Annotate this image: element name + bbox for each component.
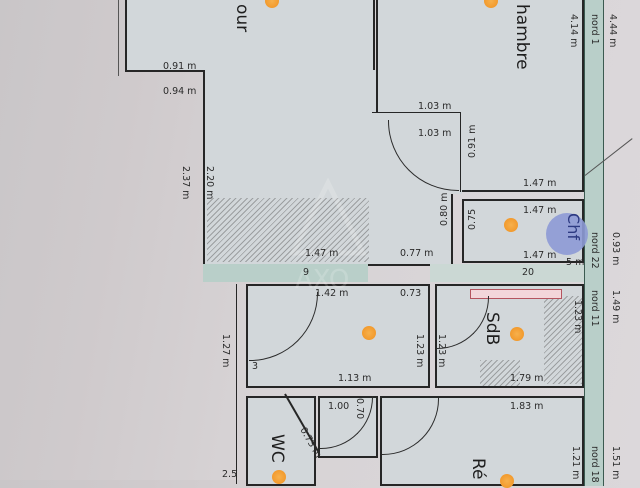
dim-label: 1.23 m	[436, 334, 447, 368]
corridor-label: 9	[303, 267, 310, 278]
dim-label: 1.47 m	[523, 205, 557, 216]
corridor-label: 20	[522, 267, 535, 278]
room-sejour	[125, 0, 375, 72]
dim-label: 0.75	[467, 208, 478, 230]
dim-label: 2.20 m	[204, 166, 215, 200]
corridor-label: nord 18	[589, 446, 600, 483]
room-name-reserve: Ré	[468, 458, 488, 480]
svg-text:AXO: AXO	[295, 265, 349, 295]
corridor-20	[430, 264, 584, 282]
dim-label: 5 m	[566, 257, 585, 268]
dim-label: 1.51 m	[610, 446, 621, 480]
dim-label: 4.14 m	[568, 14, 579, 48]
dim-label: 1.79 m	[510, 373, 544, 384]
corridor-9	[203, 264, 368, 282]
ceiling-light-icon	[510, 327, 524, 341]
axo-watermark-logo: AXO	[288, 178, 368, 295]
room-name-chf: Chf	[563, 213, 583, 240]
corridor-label: nord 1	[589, 14, 600, 45]
wall-line	[603, 0, 604, 486]
dim-label: 1.23 m	[572, 300, 583, 334]
dim-label: 1.21 m	[570, 446, 581, 480]
corridor-label: nord 11	[589, 290, 600, 327]
ceiling-light-icon	[504, 218, 518, 232]
hatched-area-sdb-bottom	[480, 360, 520, 386]
wall-line	[372, 112, 460, 113]
hatched-area-sejour	[207, 198, 369, 262]
hatched-area-sdb	[544, 296, 582, 384]
bathtub-outline	[470, 289, 562, 299]
dim-label: 1.47 m	[523, 178, 557, 189]
dim-label: 1.03 m	[418, 101, 452, 112]
dim-label: 1.13 m	[338, 373, 372, 384]
room-name-sejour: our	[232, 4, 252, 33]
dim-label: 1.47 m	[305, 248, 339, 259]
dim-label: 0.80 m	[439, 192, 450, 226]
dim-label: 1.42 m	[315, 288, 349, 299]
ceiling-light-icon	[272, 470, 286, 484]
dim-label: 0.73	[400, 288, 422, 299]
corridor-nord	[584, 0, 604, 486]
dim-label: 2.37 m	[180, 166, 191, 200]
dim-label: 2.5	[222, 469, 238, 480]
chf-marker: Chf	[546, 213, 588, 255]
dim-label: 1.47 m	[523, 250, 557, 261]
dim-label: 0.94 m	[163, 86, 197, 97]
corridor-label: nord 22	[589, 232, 600, 269]
ceiling-light-icon	[500, 474, 514, 488]
dim-label: 1.03 m	[418, 128, 452, 139]
ceiling-light-icon	[265, 0, 279, 8]
room-name-wc: WC	[267, 434, 287, 463]
dim-label: 1.00	[328, 401, 350, 412]
dim-label: 4.44 m	[607, 14, 618, 48]
dim-label: 0.93 m	[610, 232, 621, 266]
dim-label: 0.70	[354, 398, 365, 420]
dim-label: 1.83 m	[510, 401, 544, 412]
sejour-joint	[205, 66, 371, 76]
dim-label: 0.77 m	[400, 248, 434, 259]
dim-label: 1.49 m	[610, 290, 621, 324]
dim-label: 0.91 m	[467, 124, 478, 158]
ceiling-light-icon	[362, 326, 376, 340]
exterior-wall-line	[118, 0, 119, 76]
dim-label: 0.91 m	[163, 61, 197, 72]
ceiling-light-icon	[484, 0, 498, 8]
dim-label: 1.27 m	[220, 334, 231, 368]
room-name-chambre: hambre	[512, 4, 532, 70]
dim-label: 3	[252, 361, 259, 372]
dim-label: 1.23 m	[414, 334, 425, 368]
wall-line	[236, 284, 237, 484]
wall-line	[460, 112, 461, 192]
